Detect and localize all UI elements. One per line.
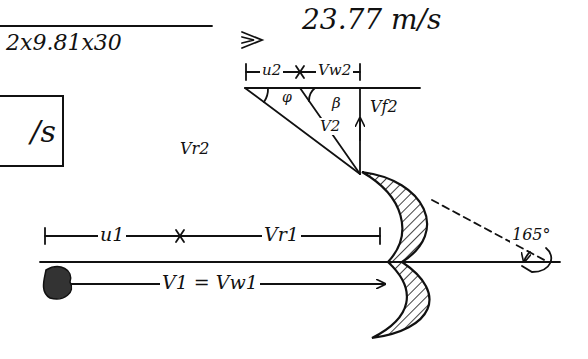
velocity-label: Vr2: [178, 140, 211, 158]
angle-label: 165°: [510, 226, 553, 244]
formula-text: 2x9.81x30: [4, 30, 124, 55]
boxed-result: /s: [0, 95, 64, 167]
velocity-label: u2: [260, 62, 283, 79]
velocity-label: u1: [98, 224, 126, 246]
velocity-value: 23.77 m/s: [300, 4, 443, 36]
angle-label: φ: [280, 89, 294, 105]
velocity-label: V1 = Vw1: [160, 272, 260, 294]
velocity-label: V2: [318, 118, 342, 135]
result-text: /s: [30, 114, 56, 149]
angle-label: β: [330, 95, 343, 112]
velocity-label: Vr1: [262, 224, 301, 246]
velocity-label: Vw2: [316, 62, 353, 79]
velocity-label: Vf2: [368, 98, 400, 116]
